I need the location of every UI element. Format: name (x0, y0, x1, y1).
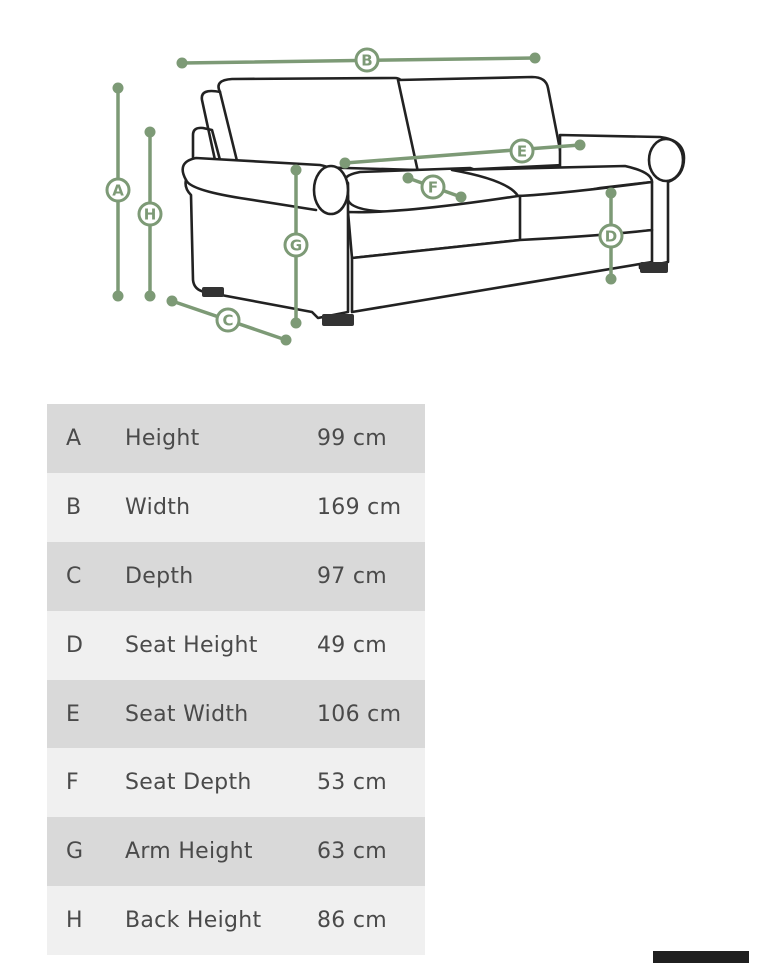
badge-g: G (283, 232, 309, 258)
sofa-dimension-diagram: A H B C G E F D (105, 47, 686, 346)
sofa-illustration (181, 75, 686, 326)
dimension-label: Seat Width (125, 679, 317, 749)
measure-e-line (343, 143, 582, 165)
svg-text:E: E (517, 143, 527, 161)
dimension-key: A (47, 404, 125, 473)
dimension-key: D (47, 610, 125, 680)
table-row: H Back Height 86 cm (47, 886, 425, 956)
dimension-label: Arm Height (125, 817, 317, 887)
dimension-value: 106 cm (317, 679, 425, 749)
badge-d: D (598, 223, 624, 249)
dimension-value: 49 cm (317, 610, 425, 680)
dimension-key: G (47, 817, 125, 887)
dimension-value: 63 cm (317, 817, 425, 887)
dimension-key: C (47, 541, 125, 611)
measurement-badges: A H B C G E F D (105, 47, 624, 333)
badge-a: A (105, 177, 131, 203)
dimension-label: Seat Height (125, 610, 317, 680)
badge-c: C (215, 307, 241, 333)
badge-f: F (420, 174, 446, 200)
table-row: C Depth 97 cm (47, 541, 425, 611)
dimension-value: 53 cm (317, 748, 425, 818)
partial-button[interactable] (653, 951, 749, 963)
svg-text:F: F (428, 179, 438, 197)
table-row: F Seat Depth 53 cm (47, 748, 425, 818)
table-row: A Height 99 cm (47, 404, 425, 473)
dimension-key: E (47, 679, 125, 749)
dimension-label: Width (125, 472, 317, 542)
dimension-key: B (47, 472, 125, 542)
table-row: B Width 169 cm (47, 472, 425, 542)
table-row: D Seat Height 49 cm (47, 610, 425, 680)
dimension-label: Depth (125, 541, 317, 611)
badge-h: H (137, 201, 163, 227)
svg-text:D: D (605, 228, 617, 246)
svg-text:A: A (112, 182, 124, 200)
table-row: E Seat Width 106 cm (47, 679, 425, 749)
dimension-label: Seat Depth (125, 748, 317, 818)
dimension-key: H (47, 886, 125, 956)
dimension-key: F (47, 748, 125, 818)
dimensions-table: A Height 99 cm B Width 169 cm C Depth 97… (47, 404, 425, 956)
dimension-value: 169 cm (317, 472, 425, 542)
dimension-label: Back Height (125, 886, 317, 956)
badge-b: B (354, 47, 380, 73)
svg-text:G: G (290, 237, 302, 255)
dimension-value: 97 cm (317, 541, 425, 611)
svg-text:H: H (144, 206, 157, 224)
badge-e: E (509, 138, 535, 164)
svg-text:B: B (361, 52, 372, 70)
table-row: G Arm Height 63 cm (47, 817, 425, 887)
svg-text:C: C (222, 312, 233, 330)
dimension-label: Height (125, 404, 317, 473)
dimension-value: 99 cm (317, 404, 425, 473)
dimension-value: 86 cm (317, 886, 425, 956)
